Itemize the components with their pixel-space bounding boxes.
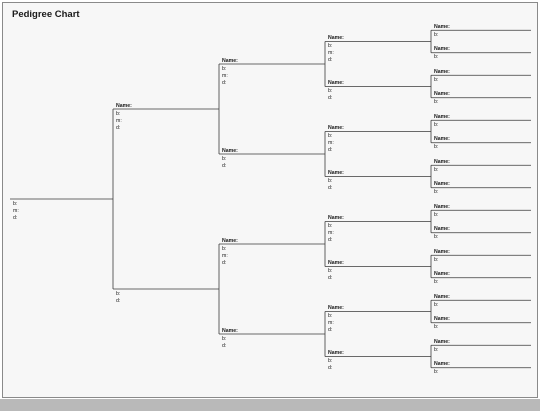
born-label: b: bbox=[434, 324, 439, 331]
born-label: b: bbox=[328, 223, 333, 229]
born-label: b: bbox=[434, 211, 439, 218]
name-label: Name: bbox=[222, 147, 238, 154]
born-label: b: bbox=[434, 234, 439, 241]
born-label: b: bbox=[328, 313, 333, 319]
name-label: Name: bbox=[434, 68, 450, 75]
born-label: b: bbox=[328, 178, 333, 184]
born-label: b: bbox=[328, 133, 333, 139]
name-label: Name: bbox=[222, 327, 238, 334]
name-label: Name: bbox=[116, 102, 132, 109]
name-label: Name: bbox=[222, 57, 238, 64]
born-label: b: bbox=[434, 279, 439, 286]
name-label: Name: bbox=[328, 125, 344, 131]
born-label: b: bbox=[434, 99, 439, 106]
name-label: Name: bbox=[434, 226, 450, 233]
born-label: b: bbox=[328, 88, 333, 94]
married-label: m: bbox=[328, 230, 334, 236]
born-label: b: bbox=[434, 54, 439, 61]
name-label: Name: bbox=[434, 361, 450, 368]
name-label: Name: bbox=[434, 293, 450, 300]
married-label: m: bbox=[328, 50, 334, 56]
born-label: b: bbox=[434, 346, 439, 353]
died-label: d: bbox=[328, 95, 333, 101]
born-label: b: bbox=[434, 369, 439, 376]
name-label: Name: bbox=[434, 271, 450, 278]
born-label: b: bbox=[434, 189, 439, 196]
name-label: Name: bbox=[434, 338, 450, 345]
name-label: Name: bbox=[328, 350, 344, 356]
name-label: Name: bbox=[434, 91, 450, 98]
born-label: b: bbox=[434, 31, 439, 38]
born-label: b: bbox=[222, 155, 227, 162]
married-label: m: bbox=[328, 140, 334, 146]
married-label: m: bbox=[116, 117, 122, 124]
name-label: Name: bbox=[328, 260, 344, 266]
died-label: d: bbox=[222, 162, 227, 169]
name-label: Name: bbox=[328, 80, 344, 86]
died-label: d: bbox=[328, 57, 333, 63]
died-label: d: bbox=[328, 237, 333, 243]
name-label: Name: bbox=[434, 316, 450, 323]
died-label: d: bbox=[222, 259, 227, 266]
name-label: Name: bbox=[328, 35, 344, 41]
name-label: Name: bbox=[434, 248, 450, 255]
page-title: Pedigree Chart bbox=[12, 9, 80, 20]
born-label: b: bbox=[222, 65, 227, 72]
name-label: Name: bbox=[434, 158, 450, 165]
chart-sheet bbox=[2, 2, 538, 398]
born-label: b: bbox=[434, 121, 439, 128]
name-label: Name: bbox=[434, 46, 450, 53]
born-label: b: bbox=[222, 335, 227, 342]
born-label: b: bbox=[434, 301, 439, 308]
born-label: b: bbox=[434, 166, 439, 173]
name-label: Name: bbox=[222, 237, 238, 244]
name-label: Name: bbox=[328, 170, 344, 176]
born-label: b: bbox=[116, 110, 121, 117]
married-label: m: bbox=[13, 207, 19, 214]
born-label: b: bbox=[434, 256, 439, 263]
died-label: d: bbox=[328, 365, 333, 371]
born-label: b: bbox=[328, 43, 333, 49]
name-label: Name: bbox=[328, 305, 344, 311]
bottom-strip bbox=[0, 399, 540, 411]
born-label: b: bbox=[116, 290, 121, 297]
married-label: m: bbox=[222, 252, 228, 259]
died-label: d: bbox=[222, 342, 227, 349]
name-label: Name: bbox=[434, 181, 450, 188]
died-label: d: bbox=[222, 79, 227, 86]
died-label: d: bbox=[328, 327, 333, 333]
died-label: d: bbox=[328, 185, 333, 191]
born-label: b: bbox=[434, 76, 439, 83]
name-label: Name: bbox=[434, 23, 450, 30]
born-label: b: bbox=[328, 268, 333, 274]
born-label: b: bbox=[13, 200, 18, 207]
name-label: Name: bbox=[434, 113, 450, 120]
name-label: Name: bbox=[434, 136, 450, 143]
born-label: b: bbox=[222, 245, 227, 252]
born-label: b: bbox=[434, 144, 439, 151]
born-label: b: bbox=[328, 358, 333, 364]
name-label: Name: bbox=[434, 203, 450, 210]
name-label: Name: bbox=[328, 215, 344, 221]
died-label: d: bbox=[116, 124, 121, 131]
died-label: d: bbox=[328, 275, 333, 281]
died-label: d: bbox=[116, 297, 121, 304]
married-label: m: bbox=[222, 72, 228, 79]
married-label: m: bbox=[328, 320, 334, 326]
died-label: d: bbox=[13, 214, 18, 221]
died-label: d: bbox=[328, 147, 333, 153]
